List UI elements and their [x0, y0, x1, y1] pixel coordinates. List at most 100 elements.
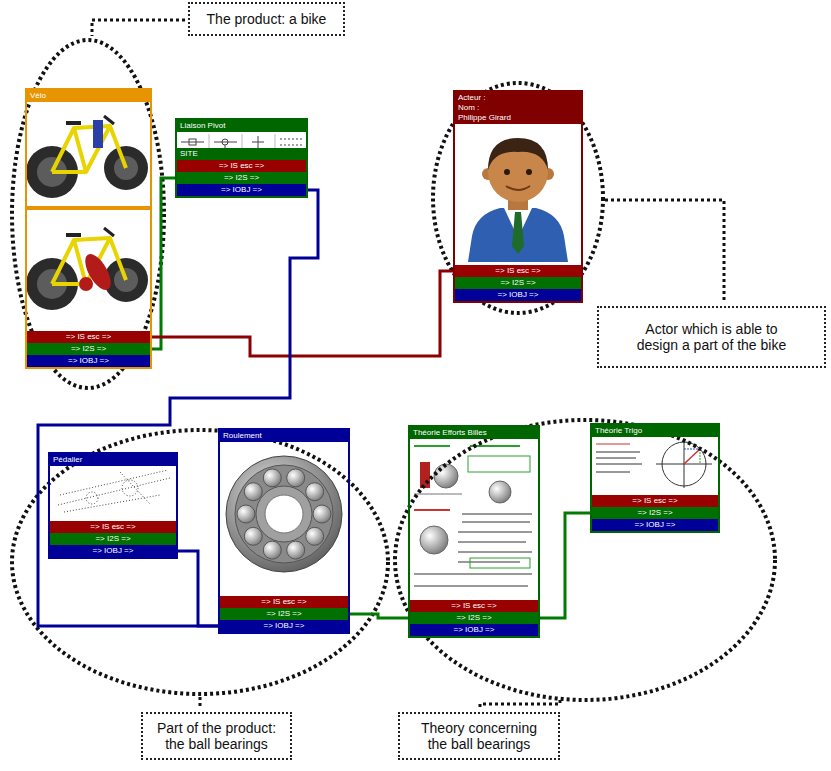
- actor-icon: [504, 169, 510, 175]
- connector-line: [350, 614, 408, 618]
- port-band: => I2S =>: [592, 507, 718, 519]
- card-header: Vélo: [27, 90, 150, 102]
- theory-sheet: [434, 464, 458, 488]
- crank-drawing: [58, 470, 170, 512]
- card-title: Vélo: [30, 91, 147, 101]
- theory-sheet: [414, 574, 532, 575]
- bearing-illustration: [265, 495, 303, 533]
- port-band: => I2S =>: [50, 533, 176, 545]
- card-header: Théorie Trigo: [592, 425, 718, 437]
- port-band: => I2S =>: [177, 172, 306, 184]
- bike-illustration: [66, 121, 81, 125]
- trig-figure: [684, 449, 700, 450]
- theory-sheet: [414, 445, 450, 447]
- bearing-illustration: [237, 469, 331, 559]
- trig-figure: [700, 449, 701, 464]
- connector-line: [178, 551, 218, 626]
- connector-line: [540, 513, 590, 618]
- card-panel: [26, 89, 151, 368]
- card-title: Liaison Pivot: [180, 121, 303, 131]
- leader-line: [605, 200, 724, 302]
- port-band: => IOBJ =>: [27, 355, 150, 367]
- crank-drawing: [60, 470, 168, 495]
- port-band: => I2S =>: [220, 608, 348, 620]
- card-header: Acteur :Nom :Philippe Girard: [455, 92, 581, 124]
- bike-illustration: [52, 128, 86, 172]
- theory-sheet: [420, 462, 430, 488]
- joint-symbols: [252, 142, 264, 143]
- group-ellipse: [12, 40, 164, 388]
- theory-sheet: [414, 494, 462, 495]
- card-panel: [176, 119, 307, 197]
- port-band: => I2S =>: [455, 277, 581, 289]
- callout-text: Theory concerning the ball bearings: [412, 720, 546, 752]
- card-title: Roulement: [223, 431, 345, 441]
- card-title: Théorie Trigo: [595, 426, 715, 436]
- bearing-illustration: [244, 527, 262, 545]
- joint-symbols: [222, 139, 228, 145]
- site-strip: SITE: [177, 148, 306, 160]
- port-band: => IOBJ =>: [50, 545, 176, 557]
- actor-icon: [506, 186, 530, 190]
- theory-sheet: [468, 456, 530, 472]
- theory-sheet: [470, 558, 530, 568]
- bearing-illustration: [306, 527, 324, 545]
- theory-sheet: [414, 514, 532, 586]
- port-band: => I2S =>: [27, 343, 150, 355]
- trig-figure: [596, 452, 642, 472]
- theory-sheet: [420, 526, 448, 554]
- port-band: => IOBJ =>: [455, 289, 581, 301]
- port-band: => IOBJ =>: [410, 624, 538, 636]
- callout-box: Theory concerning the ball bearings: [398, 712, 560, 760]
- bike-illustration: [104, 228, 114, 236]
- card-header: Roulement: [220, 430, 348, 442]
- trig-figure: [596, 458, 636, 459]
- callout-box: Part of the product: the ball bearings: [141, 712, 292, 760]
- callout-text: Actor which is able to design a part of …: [625, 321, 798, 353]
- trig-figure: [596, 464, 642, 465]
- group-ellipse: [433, 83, 603, 313]
- joint-symbols: [214, 142, 237, 143]
- component-card: Pédalier=> IS esc =>=> I2S =>=> IOBJ =>: [48, 452, 178, 559]
- bearing-illustration: [226, 456, 342, 572]
- bearing-illustration: [263, 541, 281, 559]
- port-band: => I2S =>: [410, 612, 538, 624]
- theory-sheet: [470, 445, 520, 447]
- crank-drawing: [86, 492, 98, 504]
- callout-box: The product: a bike: [188, 2, 345, 36]
- card-title: Acteur :: [458, 93, 578, 103]
- bearing-illustration: [226, 456, 342, 572]
- theory-sheet: [462, 522, 530, 523]
- bearing-illustration: [263, 469, 281, 487]
- card-header: Théorie Efforts Billes: [410, 427, 538, 439]
- card-panel: [591, 424, 719, 532]
- leader-line: [92, 20, 185, 36]
- actor-icon: [488, 138, 548, 170]
- actor-icon: [468, 208, 568, 262]
- component-card: Théorie Trigo=> IS esc =>=> I2S =>=> IOB…: [590, 423, 720, 533]
- card-header: Pédalier: [50, 454, 176, 466]
- card-title: Pédalier: [53, 455, 173, 465]
- theory-sheet: [462, 514, 532, 515]
- port-band: => IS esc =>: [27, 331, 150, 343]
- joint-symbols: [280, 145, 302, 146]
- actor-icon: [512, 212, 524, 254]
- connector-line: [152, 178, 175, 349]
- port-band: => IOBJ =>: [177, 184, 306, 196]
- callout-text: Part of the product: the ball bearings: [149, 720, 284, 752]
- theory-sheet: [414, 509, 450, 511]
- joint-symbols: [189, 139, 196, 145]
- theory-sheet: [414, 586, 528, 587]
- connector-line: [152, 271, 453, 356]
- crank-drawing: [122, 480, 138, 496]
- group-ellipse: [12, 40, 775, 700]
- bearing-illustration: [256, 486, 312, 542]
- port-band: => IS esc =>: [592, 495, 718, 507]
- bearing-illustration: [244, 483, 262, 501]
- trig-figure: [596, 444, 630, 445]
- bike-illustration: [110, 238, 126, 280]
- bike-illustration: [104, 116, 114, 124]
